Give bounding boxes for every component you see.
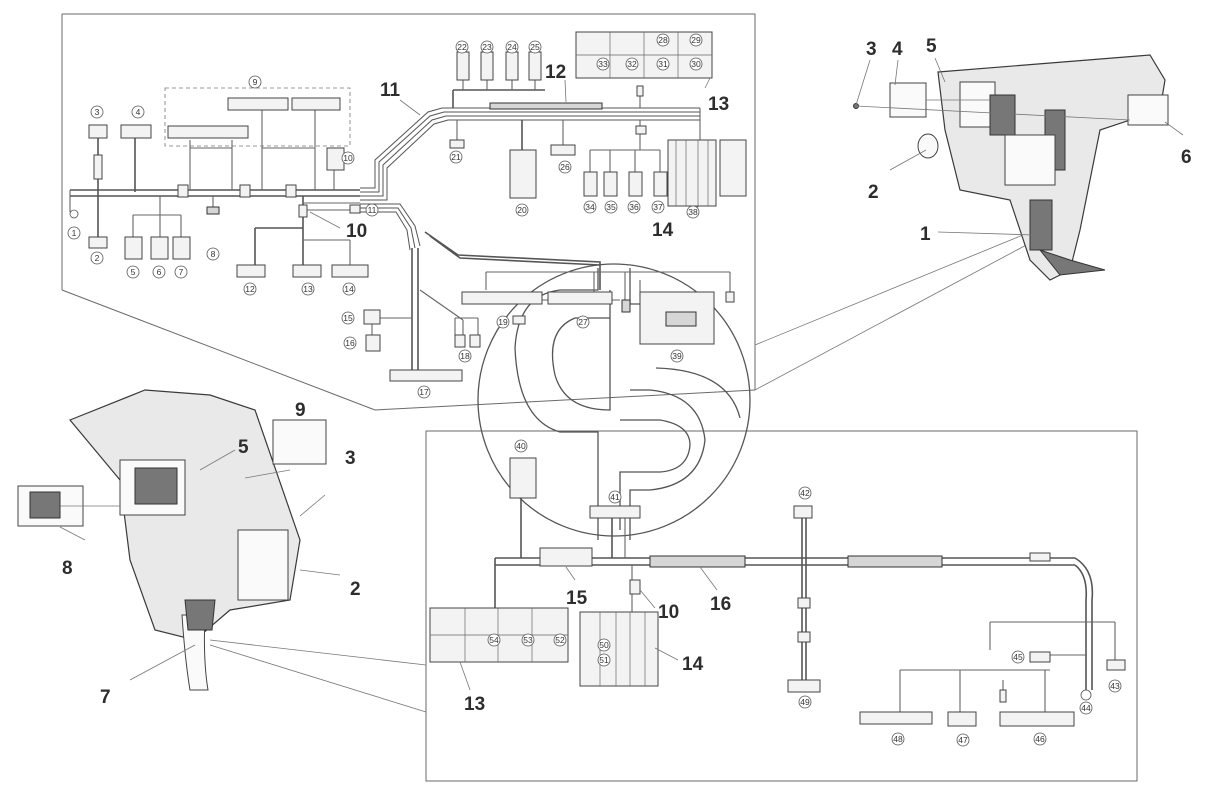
- callout-2: 2: [868, 182, 879, 203]
- connector-label-27: 27: [578, 317, 588, 327]
- connector-label-5: 5: [131, 267, 136, 277]
- connector-label-45: 45: [1013, 652, 1023, 662]
- callout-10: 10: [346, 221, 367, 242]
- connector-label-49: 49: [800, 697, 810, 707]
- connector-label-3: 3: [95, 107, 100, 117]
- callout-14: 14: [652, 220, 674, 241]
- upper-harness-right-branch: [452, 80, 701, 172]
- connector-label-19: 19: [498, 317, 508, 327]
- callout-13-lower: 13: [464, 694, 485, 715]
- dashboard-assembly-top-right: [853, 54, 1184, 281]
- connector-label-1: 1: [72, 228, 77, 238]
- callout-10-lower: 10: [658, 602, 679, 623]
- connector-label-17: 17: [419, 387, 429, 397]
- connector-label-33: 33: [598, 59, 608, 69]
- callout-16-lower: 16: [710, 594, 731, 615]
- connector-label-16: 16: [345, 338, 355, 348]
- connector-label-9: 9: [253, 77, 258, 87]
- connector-label-35: 35: [606, 202, 616, 212]
- dashboard-assembly-bottom-left: [17, 389, 341, 691]
- connector-label-26: 26: [560, 162, 570, 172]
- callout-5-lower: 5: [238, 437, 249, 458]
- connector-label-51: 51: [599, 655, 609, 665]
- connector-label-28: 28: [658, 35, 668, 45]
- connector-label-52: 52: [555, 635, 565, 645]
- callout-7-lower: 7: [100, 687, 111, 708]
- connector-label-2: 2: [95, 253, 100, 263]
- connector-label-14: 14: [344, 284, 354, 294]
- connector-label-15: 15: [343, 313, 353, 323]
- connector-label-7: 7: [179, 267, 184, 277]
- connector-label-21: 21: [451, 152, 461, 162]
- callout-1: 1: [920, 224, 931, 245]
- connector-label-53: 53: [523, 635, 533, 645]
- callout-2-lower: 2: [350, 579, 361, 600]
- connector-label-31: 31: [658, 59, 668, 69]
- callout-15-lower: 15: [566, 588, 588, 609]
- connector-label-54: 54: [489, 635, 499, 645]
- callout-3-lower: 3: [345, 448, 356, 469]
- lower-detail-panel: [425, 430, 1138, 782]
- connector-label-6: 6: [157, 267, 162, 277]
- callout-5: 5: [926, 36, 937, 57]
- connector-label-38: 38: [688, 207, 698, 217]
- connector-label-48: 48: [893, 734, 903, 744]
- connector-label-18: 18: [460, 351, 470, 361]
- connector-label-41: 41: [610, 492, 620, 502]
- connector-label-29: 29: [691, 35, 701, 45]
- connector-label-37: 37: [653, 202, 663, 212]
- dashed-group-9: [164, 87, 351, 147]
- connector-label-36: 36: [629, 202, 639, 212]
- connector-label-24: 24: [507, 42, 517, 52]
- connector-label-8: 8: [211, 249, 216, 259]
- callout-9-lower: 9: [295, 400, 306, 421]
- connector-label-34: 34: [585, 202, 595, 212]
- connector-label-32: 32: [627, 59, 637, 69]
- callout-12: 12: [545, 62, 566, 83]
- connector-label-20: 20: [517, 205, 527, 215]
- connector-label-42: 42: [800, 488, 810, 498]
- connector-label-23: 23: [482, 42, 492, 52]
- connector-number-labels: 1 2 3 4 5 6 7 8 9 10 11 12 13 14 15 16 1…: [67, 33, 1122, 747]
- connector-label-40: 40: [516, 441, 526, 451]
- callout-4: 4: [892, 39, 903, 60]
- connector-label-47: 47: [958, 735, 968, 745]
- connector-label-10: 10: [343, 153, 353, 163]
- connector-label-39: 39: [672, 351, 682, 361]
- upper-connectors: [69, 31, 747, 382]
- callout-11: 11: [380, 80, 401, 101]
- callout-14-lower: 14: [682, 654, 704, 675]
- connector-label-13: 13: [303, 284, 313, 294]
- connector-label-4: 4: [136, 107, 141, 117]
- connector-label-12: 12: [245, 284, 255, 294]
- callout-3: 3: [866, 39, 877, 60]
- lower-connectors: [429, 457, 1126, 727]
- connector-label-22: 22: [457, 42, 467, 52]
- upper-harness-main-trunk: [69, 110, 360, 265]
- watermark-logo: [477, 263, 751, 540]
- callout-6: 6: [1181, 147, 1192, 168]
- callout-13: 13: [708, 94, 729, 115]
- upper-detail-panel: [61, 13, 756, 411]
- connector-label-43: 43: [1110, 681, 1120, 691]
- connector-label-46: 46: [1035, 734, 1045, 744]
- connector-label-44: 44: [1081, 703, 1091, 713]
- callout-numbers: 3 4 5 6 2 1 11 12 13 14 10 5 9 3 8 2 7 1…: [62, 36, 1192, 715]
- connector-label-50: 50: [599, 640, 609, 650]
- callout-8-lower: 8: [62, 558, 73, 579]
- upper-harness-bundle-11: [360, 107, 731, 370]
- connector-label-30: 30: [691, 59, 701, 69]
- connector-label-11: 11: [368, 205, 377, 215]
- connector-label-25: 25: [530, 42, 540, 52]
- projection-lines: [209, 229, 1046, 713]
